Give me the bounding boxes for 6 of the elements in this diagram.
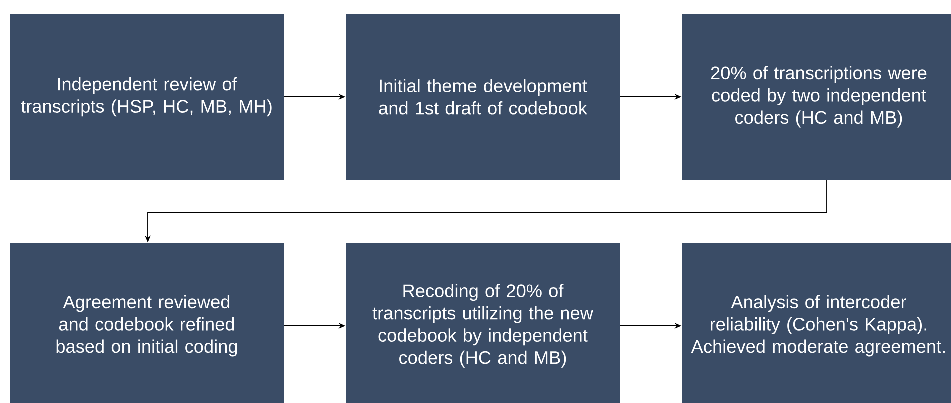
process-box: 20% of transcriptions were coded by two independent coders (HC and MB) <box>682 14 951 180</box>
process-box: Independent review of transcripts (HSP, HC, MB, MH) <box>10 14 284 180</box>
process-box: Agreement reviewed and codebook refined based on initial coding <box>10 243 284 403</box>
process-box: Initial theme development and 1st draft of codebook <box>346 14 620 180</box>
process-box: Analysis of intercoder reliability (Cohen's Kappa). Achieved moderate agreement. <box>682 243 951 403</box>
process-box: Recoding of 20% of transcripts utilizing the new codebook by independent coders (HC and MB) <box>346 243 620 403</box>
